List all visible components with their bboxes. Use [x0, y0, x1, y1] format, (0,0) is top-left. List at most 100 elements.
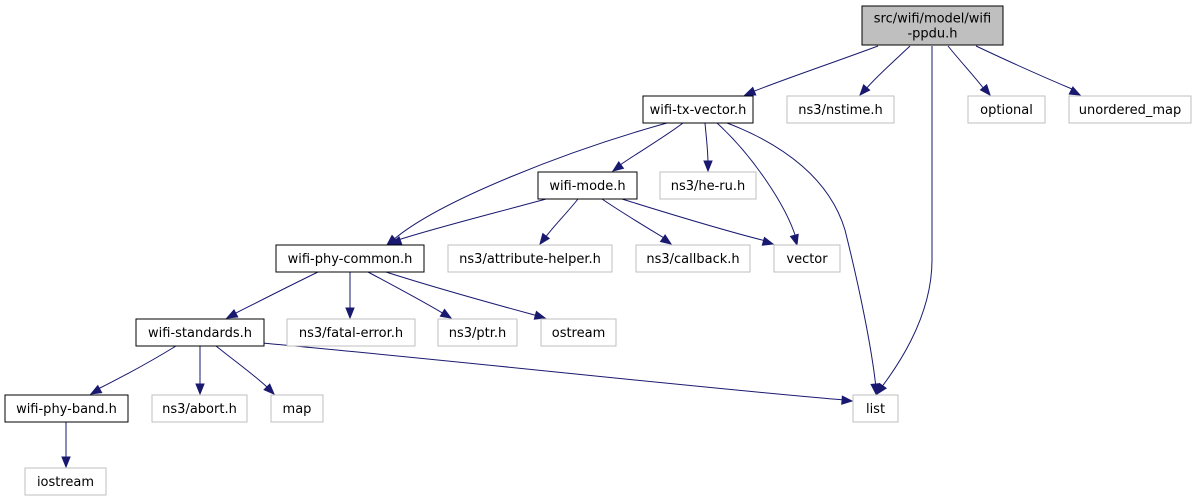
node-nstime: ns3/nstime.h: [786, 95, 895, 124]
nodes-layer: src/wifi/model/wifi-ppdu.h wifi-tx-vector…: [4, 5, 1192, 496]
node-root[interactable]: src/wifi/model/wifi-ppdu.h: [861, 5, 1004, 46]
node-fatal-error: ns3/fatal-error.h: [286, 318, 416, 347]
edge-line: [947, 45, 985, 90]
node-iostream: iostream: [24, 467, 107, 496]
edge-arrowhead: [841, 395, 854, 405]
edges-layer: [61, 45, 1082, 469]
edge-standards-to-list: [261, 342, 854, 405]
node-box: [447, 244, 613, 273]
node-tx-vector[interactable]: wifi-tx-vector.h: [642, 95, 754, 124]
edge-line: [233, 271, 319, 315]
edge-arrowhead: [539, 232, 551, 246]
edge-arrowhead: [761, 236, 775, 246]
node-box: [4, 394, 129, 423]
node-standards[interactable]: wifi-standards.h: [135, 318, 265, 347]
node-box: [642, 95, 754, 124]
node-box: [275, 244, 425, 273]
node-box: [852, 394, 899, 423]
edge-root-to-list: [876, 46, 933, 396]
node-box: [635, 244, 751, 273]
edge-line: [619, 122, 684, 166]
node-callback: ns3/callback.h: [635, 244, 751, 273]
node-box: [537, 171, 638, 200]
edge-arrowhead: [263, 383, 275, 395]
edge-line: [97, 345, 177, 390]
node-label: src/wifi/model/wifi: [874, 12, 991, 27]
edge-arrowhead: [876, 382, 888, 396]
node-optional: optional: [967, 95, 1046, 124]
node-label: ns3/ptr.h: [449, 326, 507, 341]
edge-line: [751, 45, 879, 93]
edge-arrowhead: [533, 310, 547, 320]
edge-arrowhead: [345, 307, 355, 320]
edge-arrowhead: [1068, 86, 1082, 96]
edge-phy_common-to-ostream: [385, 271, 547, 320]
node-label: optional: [980, 103, 1033, 118]
node-label: unordered_map: [1079, 103, 1182, 118]
edge-line: [385, 271, 539, 317]
edge-tx_vector-to-mode: [611, 122, 684, 172]
node-box: [786, 95, 895, 124]
node-he-ru: ns3/he-ru.h: [659, 171, 757, 200]
node-label: list: [866, 402, 885, 417]
edge-line: [367, 271, 445, 315]
node-box: [1068, 95, 1192, 124]
node-phy-common[interactable]: wifi-phy-common.h: [275, 244, 425, 273]
edge-arrowhead: [743, 86, 757, 96]
edge-arrowhead: [979, 83, 991, 97]
node-label: vector: [786, 252, 828, 267]
edge-line: [704, 122, 709, 165]
edge-tx_vector-to-he_ru: [703, 122, 713, 173]
edge-arrowhead: [61, 456, 71, 469]
node-box: [659, 171, 757, 200]
edge-tx_vector-to-list: [726, 122, 880, 396]
node-unordered-map: unordered_map: [1068, 95, 1192, 124]
edge-phy_common-to-standards: [225, 271, 319, 319]
edge-line: [601, 198, 665, 239]
edge-arrowhead: [870, 383, 880, 396]
edge-arrowhead: [659, 234, 673, 245]
node-box: [135, 318, 265, 347]
node-box: [861, 5, 1004, 46]
edge-line: [716, 122, 797, 239]
edge-line: [621, 198, 767, 242]
node-box: [286, 318, 416, 347]
edge-arrowhead: [703, 160, 713, 173]
node-map: map: [270, 394, 324, 423]
node-abort: ns3/abort.h: [151, 394, 248, 423]
edge-mode-to-callback: [601, 198, 673, 245]
node-label: wifi-phy-common.h: [288, 252, 413, 267]
edge-line: [975, 45, 1073, 90]
node-label: wifi-mode.h: [549, 179, 625, 194]
edge-line: [865, 45, 911, 90]
node-phy-band[interactable]: wifi-phy-band.h: [4, 394, 129, 423]
node-vector: vector: [773, 244, 841, 273]
edge-arrowhead: [89, 384, 103, 395]
node-mode[interactable]: wifi-mode.h: [537, 171, 638, 200]
node-box: [437, 318, 518, 347]
node-ostream: ostream: [540, 318, 617, 347]
edge-line: [261, 342, 846, 401]
edge-line: [397, 198, 547, 241]
edge-phy_common-to-ptr: [367, 271, 453, 319]
edge-arrowhead: [439, 308, 453, 319]
edge-arrowhead: [195, 383, 205, 396]
edge-line: [880, 46, 933, 389]
node-label: iostream: [37, 475, 94, 490]
edge-phy_band-to-iostream: [61, 422, 71, 469]
node-label: ns3/fatal-error.h: [299, 326, 403, 341]
edge-standards-to-phy_band: [89, 345, 177, 395]
node-label: wifi-phy-band.h: [16, 402, 117, 417]
node-label: -ppdu.h: [907, 27, 957, 42]
edge-arrowhead: [859, 83, 871, 97]
node-list: list: [852, 394, 899, 423]
node-box: [24, 467, 107, 496]
edge-mode-to-attr_helper: [539, 198, 579, 246]
node-label: ostream: [552, 326, 606, 341]
node-box: [773, 244, 841, 273]
node-label: ns3/callback.h: [646, 252, 739, 267]
node-ptr: ns3/ptr.h: [437, 318, 518, 347]
edge-phy_common-to-fatal_error: [345, 272, 355, 320]
edge-arrowhead: [789, 233, 799, 247]
